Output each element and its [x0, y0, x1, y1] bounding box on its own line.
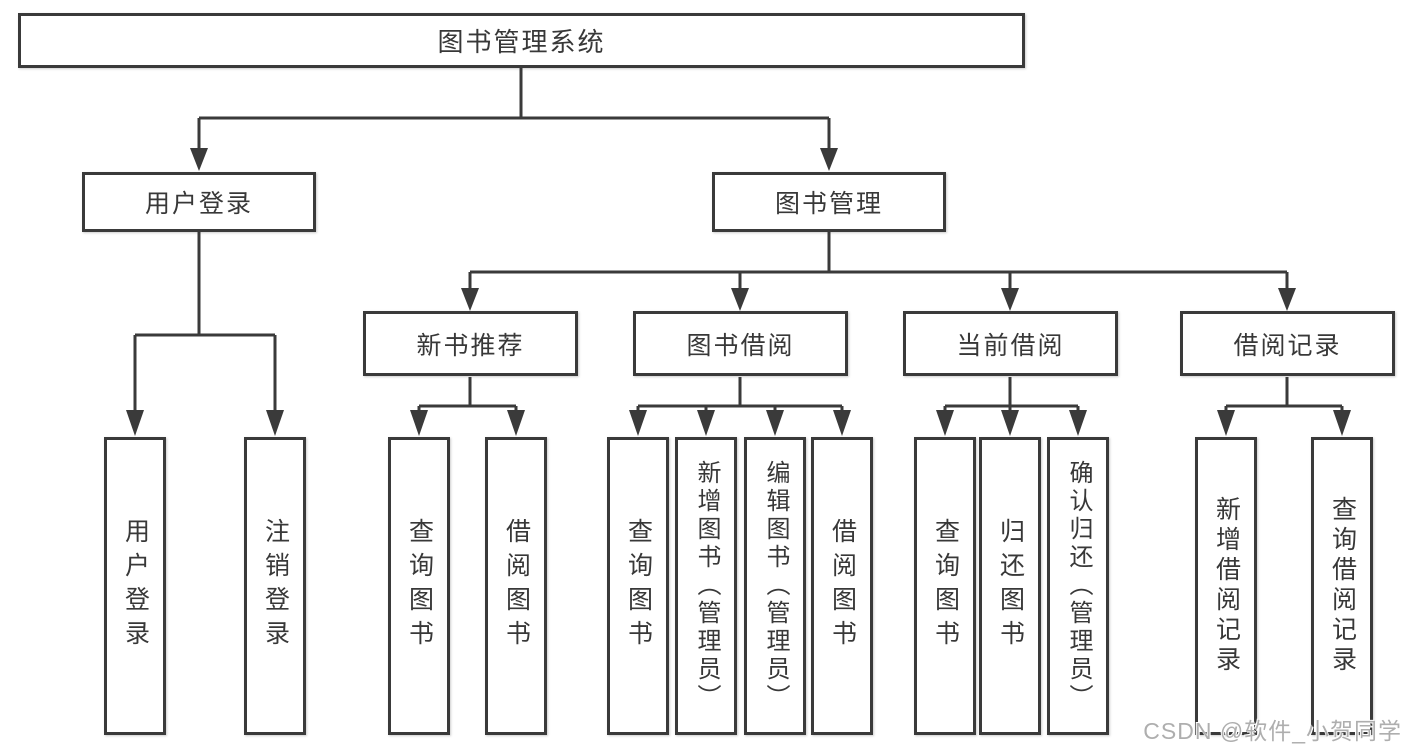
arrowheads	[126, 148, 1351, 436]
arrow-down-icon	[1069, 410, 1087, 436]
arrow-down-icon	[461, 288, 479, 311]
node-book-borrow: 图书借阅	[633, 311, 848, 376]
arrow-down-icon	[1278, 288, 1296, 311]
arrow-down-icon	[507, 410, 525, 436]
node-label: 新书推荐	[416, 331, 525, 360]
leaf-borrow-edit-books-admin: 编辑图书（管理员）	[744, 437, 806, 735]
arrow-down-icon	[820, 148, 838, 171]
leaf-records-add-record: 新增借阅记录	[1195, 437, 1257, 735]
node-user-login: 用户登录	[82, 172, 316, 232]
arrow-down-icon	[190, 148, 208, 171]
arrow-down-icon	[126, 410, 144, 436]
arrow-down-icon	[1217, 410, 1235, 436]
arrow-down-icon	[1001, 410, 1019, 436]
node-label: 查询图书	[931, 518, 960, 654]
leaf-user-login: 用户登录	[104, 437, 166, 735]
arrow-down-icon	[266, 410, 284, 436]
node-label: 用户登录	[121, 518, 150, 654]
node-current-borrow: 当前借阅	[903, 311, 1118, 376]
node-label: 新增图书（管理员）	[693, 460, 720, 712]
arrow-down-icon	[766, 410, 784, 436]
arrow-down-icon	[1001, 288, 1019, 311]
node-label: 归还图书	[996, 518, 1025, 654]
node-label: 当前借阅	[956, 331, 1065, 360]
node-label: 查询借阅记录	[1328, 496, 1357, 676]
connector-new-book-children	[417, 377, 518, 412]
node-label: 图书借阅	[686, 331, 795, 360]
leaf-current-return-books: 归还图书	[979, 437, 1041, 735]
leaf-borrow-query-books: 查询图书	[607, 437, 669, 735]
node-label: 新增借阅记录	[1212, 496, 1241, 676]
node-label: 查询图书	[405, 518, 434, 654]
node-label: 图书管理系统	[437, 27, 606, 57]
leaf-records-query-record: 查询借阅记录	[1311, 437, 1373, 735]
node-borrow-records: 借阅记录	[1180, 311, 1395, 376]
connector-root-to-level2	[197, 68, 831, 150]
arrow-down-icon	[1333, 410, 1351, 436]
arrow-down-icon	[833, 410, 851, 436]
node-label: 确认归还（管理员）	[1065, 460, 1092, 712]
leaf-borrow-borrow-books: 借阅图书	[811, 437, 873, 735]
node-label: 图书管理	[774, 190, 883, 218]
node-label: 借阅图书	[502, 518, 531, 654]
leaf-recommend-query-books: 查询图书	[388, 437, 450, 735]
leaf-borrow-add-books-admin: 新增图书（管理员）	[675, 437, 737, 735]
node-root-system: 图书管理系统	[18, 13, 1025, 68]
leaf-recommend-borrow-books: 借阅图书	[485, 437, 547, 735]
arrow-down-icon	[629, 410, 647, 436]
leaf-current-confirm-return-admin: 确认归还（管理员）	[1047, 437, 1109, 735]
node-label: 注销登录	[261, 518, 290, 654]
node-label: 借阅图书	[828, 518, 857, 654]
connector-current-borrow-children	[943, 377, 1080, 412]
leaf-current-query-books: 查询图书	[914, 437, 976, 735]
node-label: 用户登录	[144, 190, 253, 218]
node-label: 查询图书	[624, 518, 653, 654]
connector-book-management-children	[468, 232, 1289, 289]
connector-user-login-children	[133, 232, 277, 412]
connector-book-borrow-children	[636, 377, 844, 412]
watermark: CSDN @软件_小贺同学	[1143, 718, 1402, 744]
connector-borrow-records-children	[1224, 377, 1344, 412]
node-label: 借阅记录	[1233, 331, 1342, 360]
arrow-down-icon	[410, 410, 428, 436]
leaf-logout-login: 注销登录	[244, 437, 306, 735]
arrow-down-icon	[731, 288, 749, 311]
node-label: 编辑图书（管理员）	[762, 460, 789, 712]
node-book-management: 图书管理	[712, 172, 946, 232]
arrow-down-icon	[697, 410, 715, 436]
node-new-book-recommend: 新书推荐	[363, 311, 578, 376]
arrow-down-icon	[936, 410, 954, 436]
